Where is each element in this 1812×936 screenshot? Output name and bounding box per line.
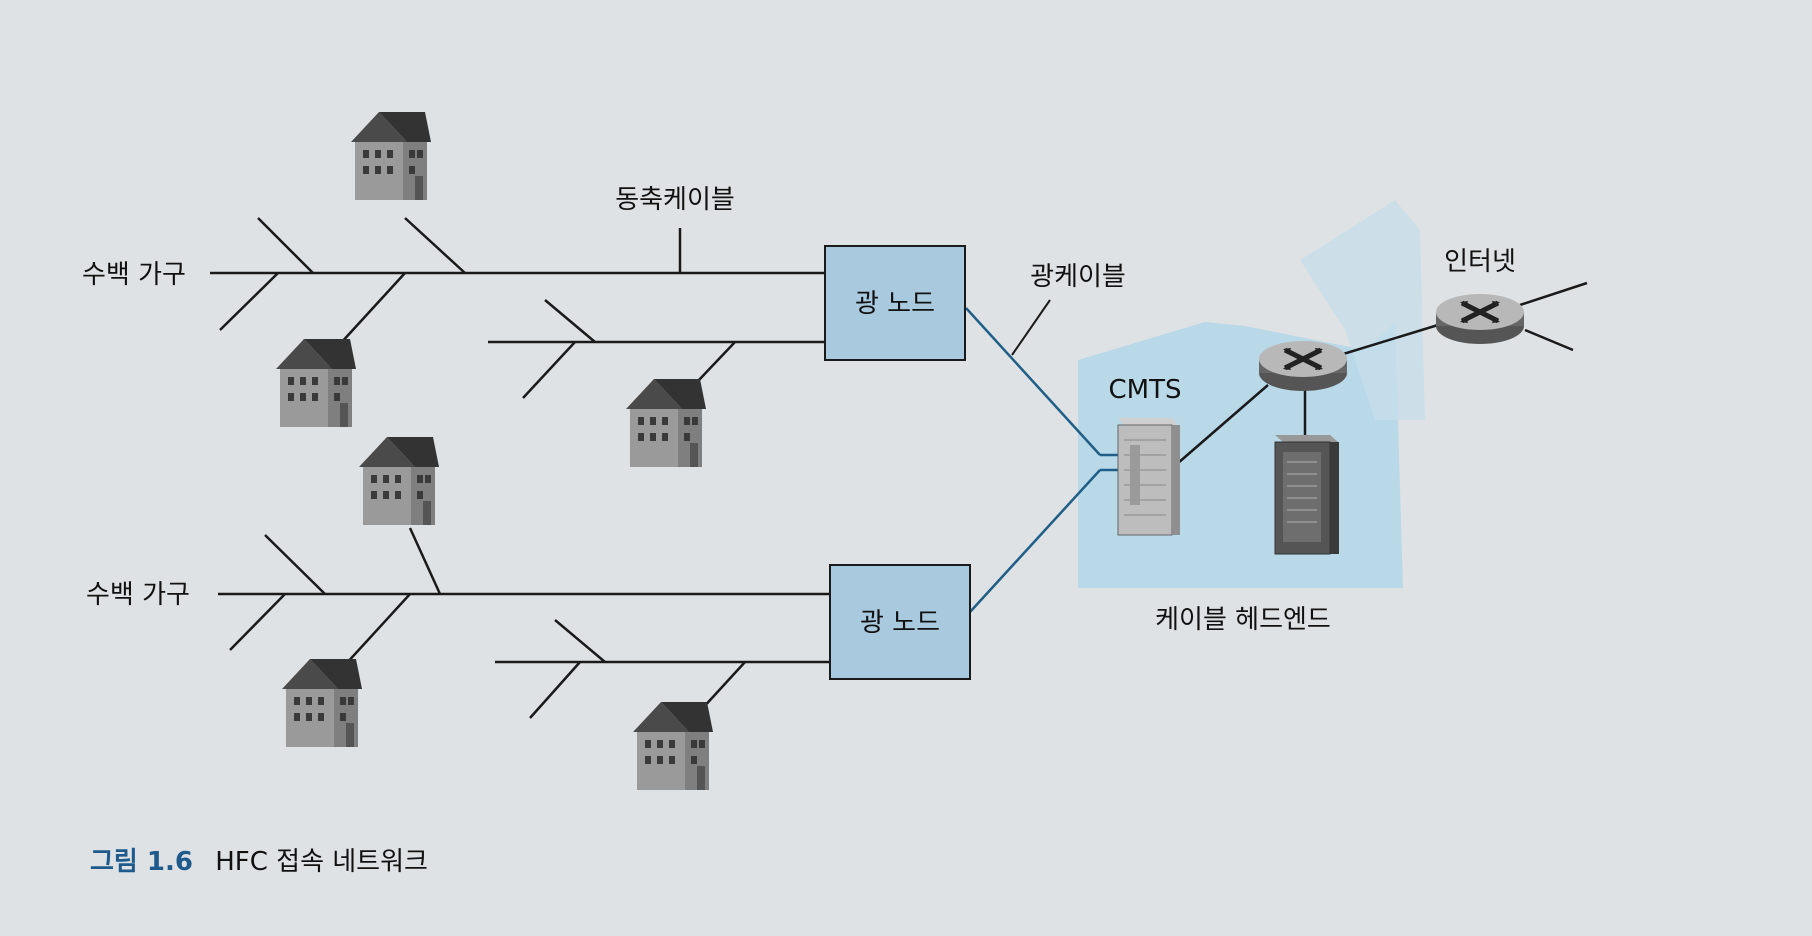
headend-links xyxy=(1169,281,1588,471)
house-icon xyxy=(276,339,356,427)
internet-label: 인터넷 xyxy=(1444,247,1516,277)
cmts-rack-icon xyxy=(1117,418,1180,536)
figure-caption: 그림 1.6 HFC 접속 네트워크 xyxy=(90,847,428,877)
headend-roof-shade xyxy=(1300,200,1425,420)
server-icon xyxy=(1274,435,1339,555)
cmts-label: CMTS xyxy=(1109,375,1182,405)
coax-cable-label: 동축케이블 xyxy=(615,185,735,215)
fiber-node-top xyxy=(824,245,966,361)
fiber-node-bottom-label: 광 노드 xyxy=(860,608,940,638)
house-icon xyxy=(351,112,431,200)
households-bottom-label: 수백 가구 xyxy=(86,580,190,610)
fiber-cable-label: 광케이블 xyxy=(1030,262,1126,292)
house-icon xyxy=(359,437,439,525)
households-top-label: 수백 가구 xyxy=(82,260,186,290)
router-icon xyxy=(1436,294,1524,344)
figure-title: HFC 접속 네트워크 xyxy=(215,847,428,877)
fiber-node-top-label: 광 노드 xyxy=(855,289,935,319)
house-icon xyxy=(626,379,706,467)
coax-network-bottom xyxy=(218,527,830,723)
fiber-node-bottom xyxy=(829,564,971,680)
figure-number: 그림 1.6 xyxy=(90,847,193,877)
house-icon xyxy=(633,702,713,790)
router-icon xyxy=(1259,341,1347,391)
fiber-label-pointer xyxy=(1011,299,1051,356)
cable-headend-label: 케이블 헤드엔드 xyxy=(1155,605,1331,635)
fiber-links xyxy=(965,307,1118,613)
house-icon xyxy=(282,659,362,747)
